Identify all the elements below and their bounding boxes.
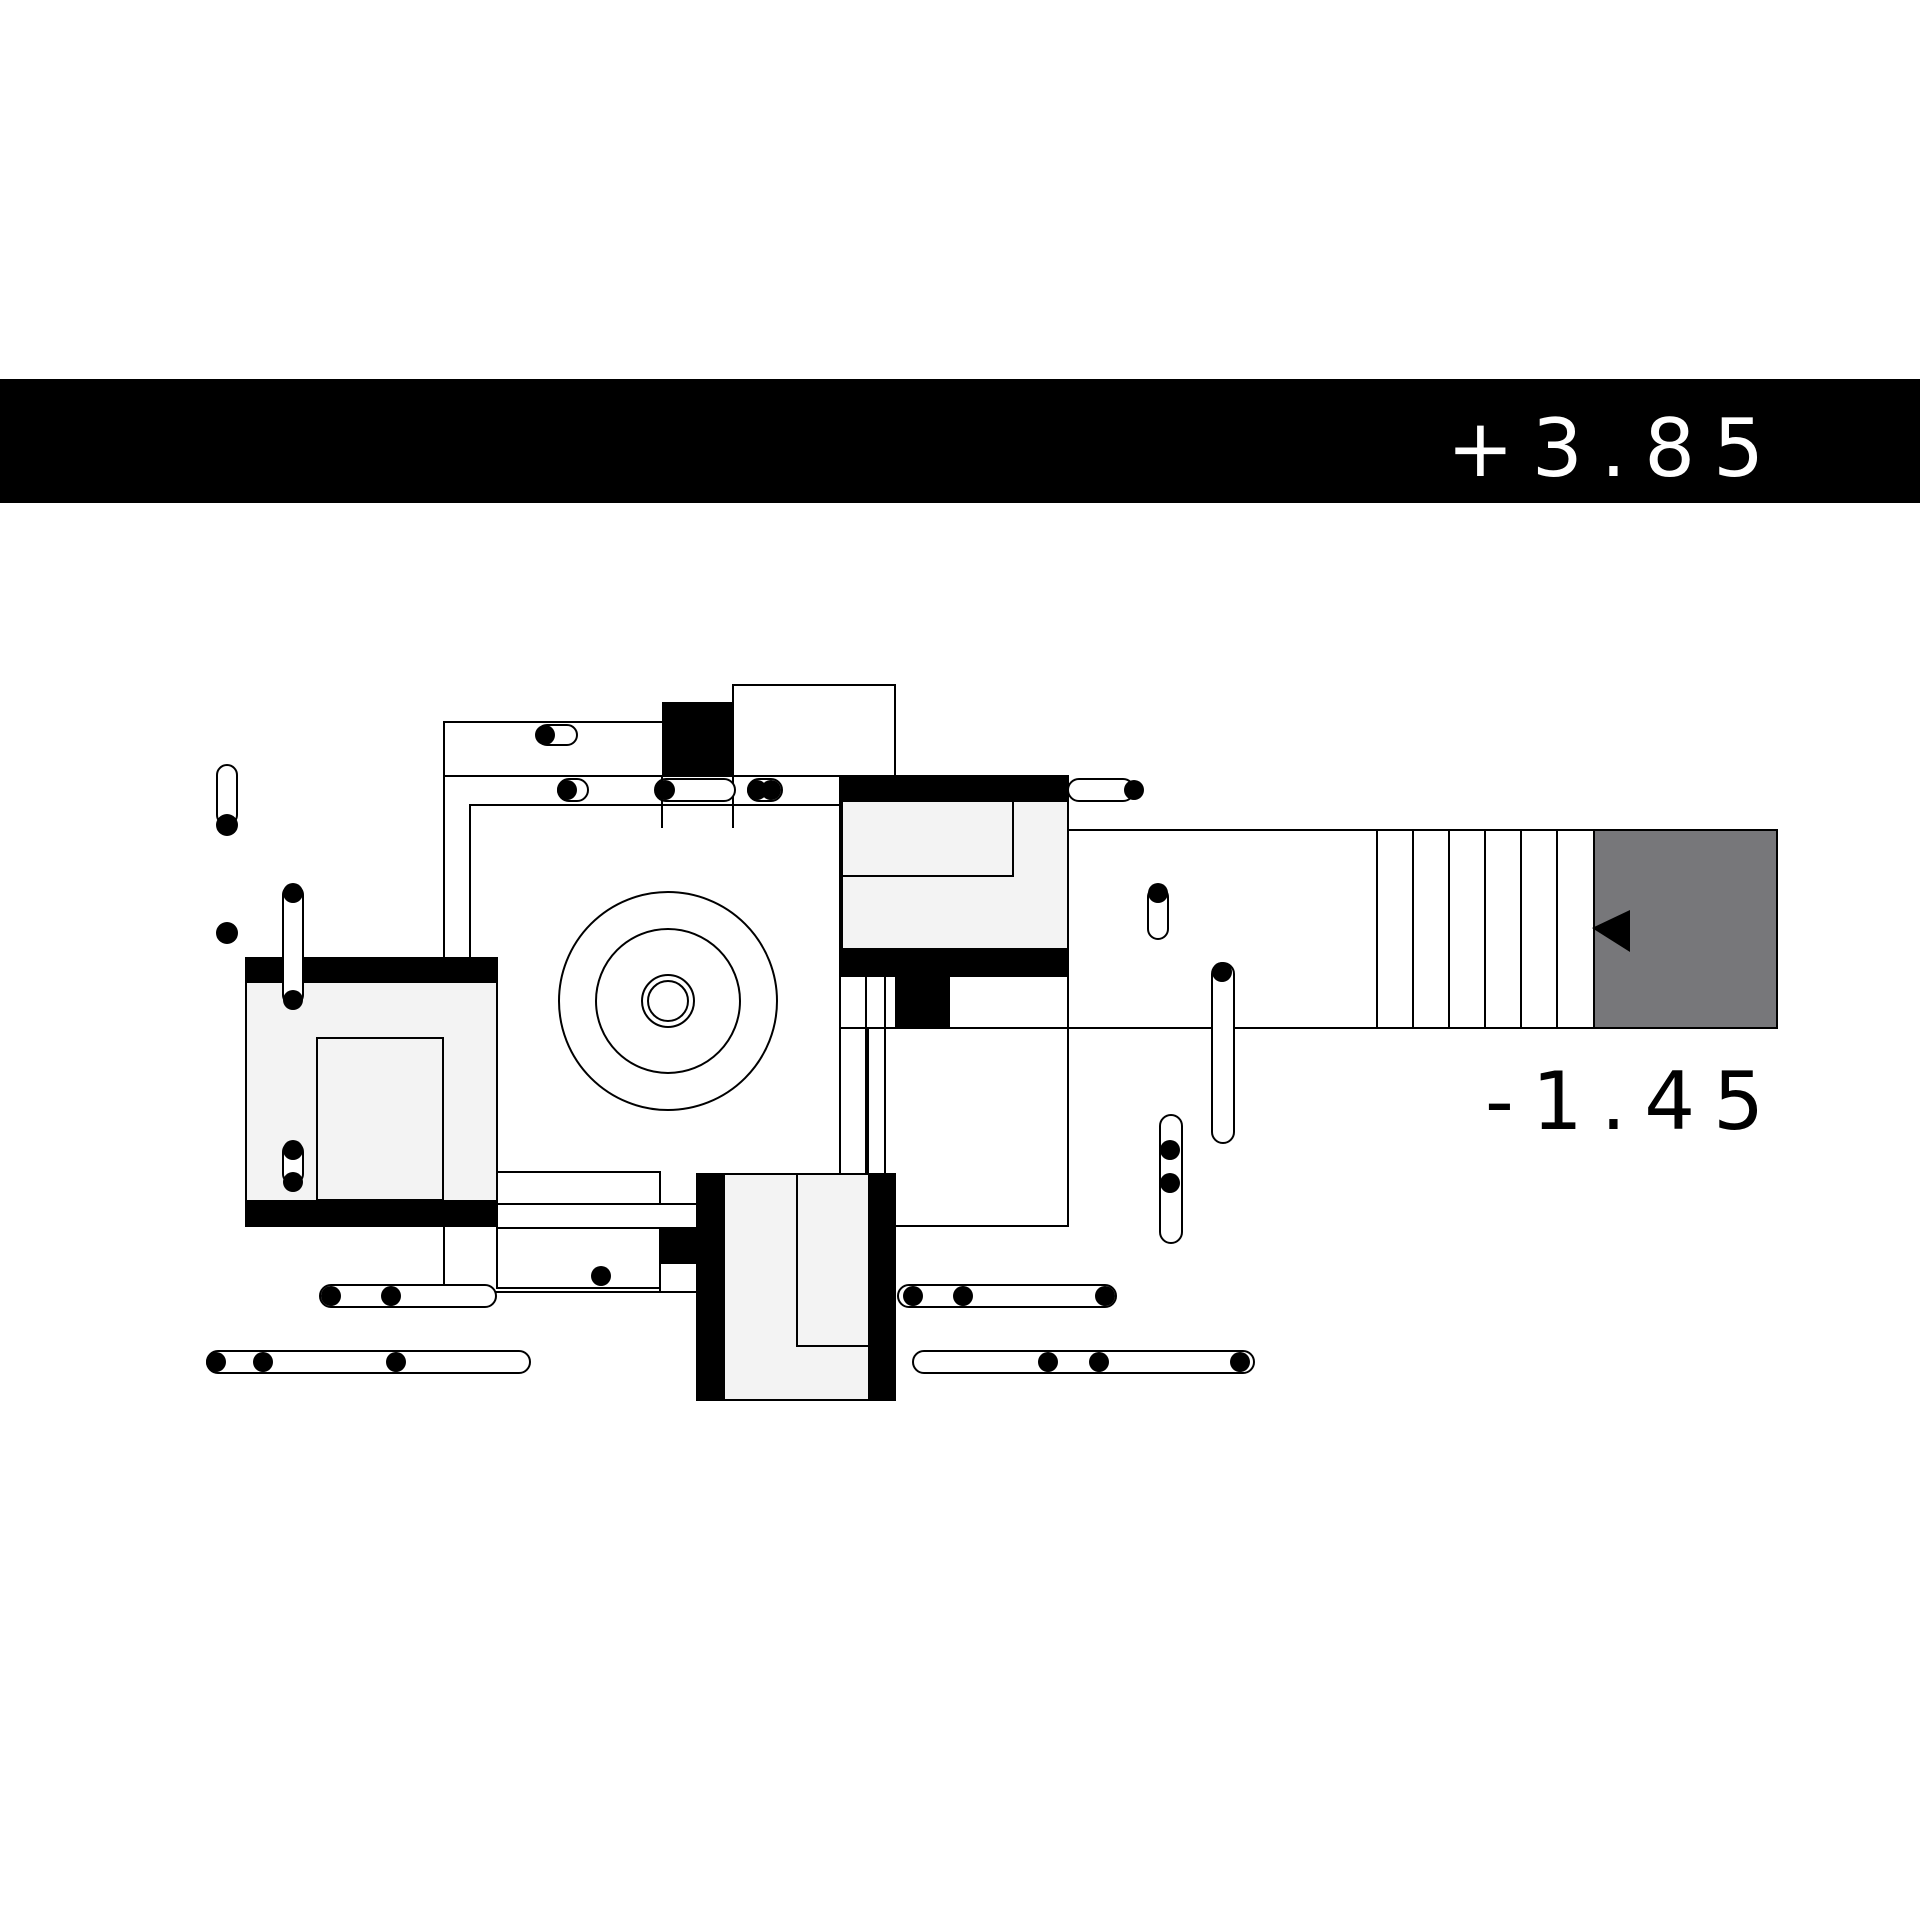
wall-block-top	[662, 702, 733, 776]
circle-dot-icon	[283, 883, 303, 903]
pavilion-south	[696, 1173, 896, 1401]
circle-dot-icon	[1212, 962, 1232, 982]
circle-dot-icon	[761, 780, 781, 800]
circle-dot-icon	[1095, 1286, 1115, 1306]
circle-dot-icon	[535, 725, 555, 745]
circle-dot-icon	[283, 990, 303, 1010]
lower-level-label: -1.45	[1485, 1055, 1782, 1148]
ramp-steps	[1376, 829, 1595, 1029]
circle-dot-icon	[381, 1286, 401, 1306]
circle-dot-icon	[386, 1352, 406, 1372]
circle-dot-icon	[206, 1352, 226, 1372]
circle-dot-icon	[1089, 1352, 1109, 1372]
upper-level-band: +3.85	[0, 379, 1920, 503]
circle-dot-icon	[253, 1352, 273, 1372]
circle-dot-icon	[655, 780, 675, 800]
circle-dot-icon	[557, 780, 577, 800]
circle-dot-icon	[216, 922, 238, 944]
circle-dot-icon	[1038, 1352, 1058, 1372]
circle-dot-icon	[283, 1140, 303, 1160]
circle-dot-icon	[953, 1286, 973, 1306]
circle-dot-icon	[1148, 883, 1168, 903]
circle-dot-icon	[1160, 1140, 1180, 1160]
circle-dot-icon	[283, 1172, 303, 1192]
wall-block-right	[895, 976, 950, 1028]
circle-dot-icon	[321, 1286, 341, 1306]
upper-level-label: +3.85	[1446, 402, 1782, 495]
rotunda	[558, 891, 778, 1111]
circle-dot-icon	[1230, 1352, 1250, 1372]
triangle-left-icon	[1592, 910, 1630, 952]
circle-dot-icon	[591, 1266, 611, 1286]
pavilion-north-east	[841, 775, 1069, 977]
circle-dot-icon	[1124, 780, 1144, 800]
circle-dot-icon	[903, 1286, 923, 1306]
circle-dot-icon	[216, 814, 238, 836]
circle-dot-icon	[747, 780, 767, 800]
columns	[206, 725, 1250, 1372]
circle-dot-icon	[1160, 1173, 1180, 1193]
